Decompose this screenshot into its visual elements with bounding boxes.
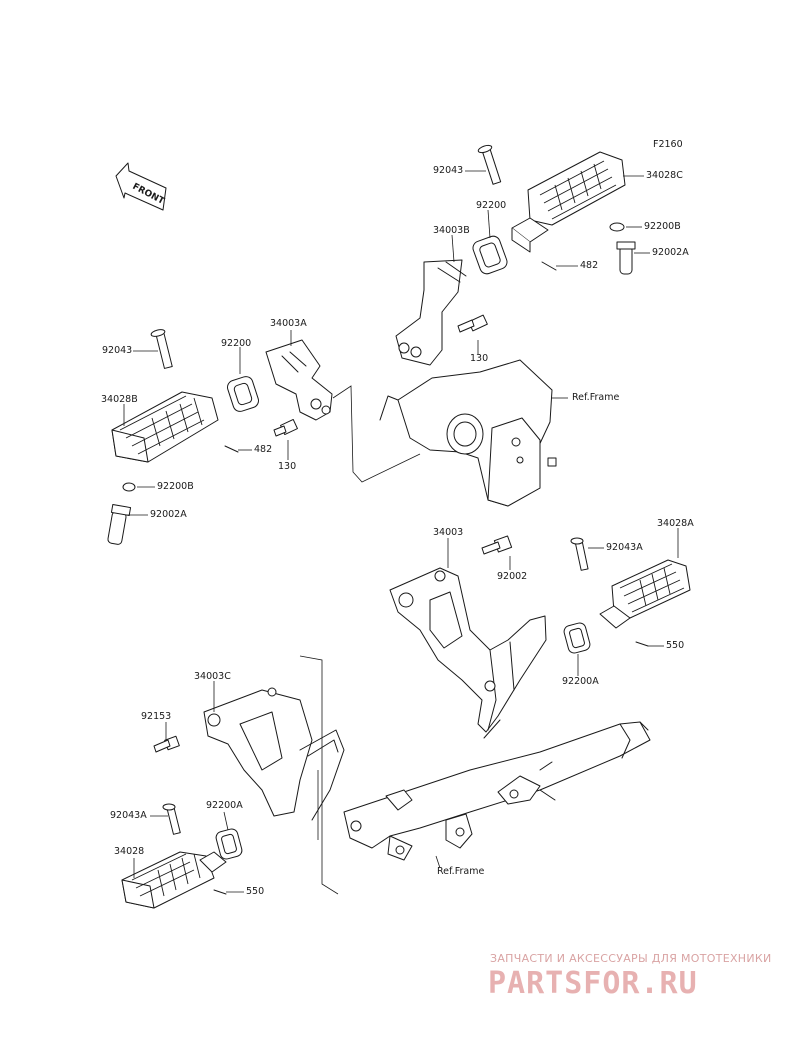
bracket-34003b-icon (395, 259, 467, 366)
bolt-icon (481, 535, 513, 555)
part-label-92002a[interactable]: 92002A (652, 247, 689, 258)
bracket-34003-icon (389, 567, 547, 739)
lower-footpeg-assembly (121, 687, 345, 909)
part-label-550[interactable]: 550 (246, 886, 265, 897)
part-label-34003[interactable]: 34003 (433, 527, 464, 538)
part-label-92200[interactable]: 92200 (476, 200, 507, 211)
ref-frame-label[interactable]: Ref.Frame (572, 392, 620, 403)
pin-icon (477, 144, 502, 185)
bolt-icon (153, 735, 180, 753)
footpeg-34028-icon (121, 851, 227, 909)
bracket-34003a-icon (265, 339, 333, 421)
pin-icon (162, 803, 181, 835)
part-label-92153[interactable]: 92153 (141, 711, 172, 722)
part-label-34028b[interactable]: 34028B (101, 394, 138, 405)
watermark-tagline: ЗАПЧАСТИ И АКСЕССУАРЫ ДЛЯ МОТОТЕХНИКИ (490, 952, 772, 965)
part-label-482[interactable]: 482 (254, 444, 273, 455)
part-label-34003a[interactable]: 34003A (270, 318, 307, 329)
part-label-550[interactable]: 550 (666, 640, 685, 651)
connection-lines (299, 385, 421, 895)
front-arrow-icon: FRONT (115, 162, 167, 211)
footpeg-34028c-icon (511, 151, 626, 253)
part-label-34028a[interactable]: 34028A (657, 518, 694, 529)
footpeg-34028a-icon (599, 559, 691, 629)
pin-icon (570, 537, 589, 571)
part-label-92200a[interactable]: 92200A (562, 676, 599, 687)
left-footpeg-assembly (107, 329, 333, 545)
top-footpeg-assembly (395, 144, 636, 366)
part-label-92043a[interactable]: 92043A (110, 810, 147, 821)
watermark-logo: PARTSFOR.RU (488, 966, 698, 1001)
lower-frame-section-icon (343, 721, 651, 861)
part-label-92200b[interactable]: 92200B (644, 221, 681, 232)
bolt-icon (457, 314, 488, 333)
upper-frame-section-icon (379, 359, 557, 507)
leader-lines (123, 170, 679, 893)
washer-icon (609, 222, 625, 232)
middle-footpeg-assembly (389, 535, 691, 739)
bracket-34003c-icon (203, 687, 345, 821)
pin-icon (107, 503, 132, 545)
part-label-34028[interactable]: 34028 (114, 846, 145, 857)
bolt-icon (273, 419, 298, 437)
ref-frame-label[interactable]: Ref.Frame (437, 866, 485, 877)
diagram-code: F2160 (653, 139, 683, 150)
part-label-34003b[interactable]: 34003B (433, 225, 470, 236)
part-label-130[interactable]: 130 (278, 461, 297, 472)
part-label-92043a[interactable]: 92043A (606, 542, 643, 553)
part-label-92043[interactable]: 92043 (433, 165, 464, 176)
pin-icon (150, 329, 173, 369)
footpeg-34028b-icon (111, 391, 219, 463)
part-label-130[interactable]: 130 (470, 353, 489, 364)
part-label-482[interactable]: 482 (580, 260, 599, 271)
part-label-92002[interactable]: 92002 (497, 571, 528, 582)
part-label-92043[interactable]: 92043 (102, 345, 133, 356)
part-label-92200[interactable]: 92200 (221, 338, 252, 349)
washer-icon (122, 482, 136, 492)
pin-icon (616, 241, 636, 275)
part-label-34003c[interactable]: 34003C (194, 671, 231, 682)
part-label-34028c[interactable]: 34028C (646, 170, 683, 181)
part-label-92200b[interactable]: 92200B (157, 481, 194, 492)
part-label-92200a[interactable]: 92200A (206, 800, 243, 811)
part-label-92002a[interactable]: 92002A (150, 509, 187, 520)
